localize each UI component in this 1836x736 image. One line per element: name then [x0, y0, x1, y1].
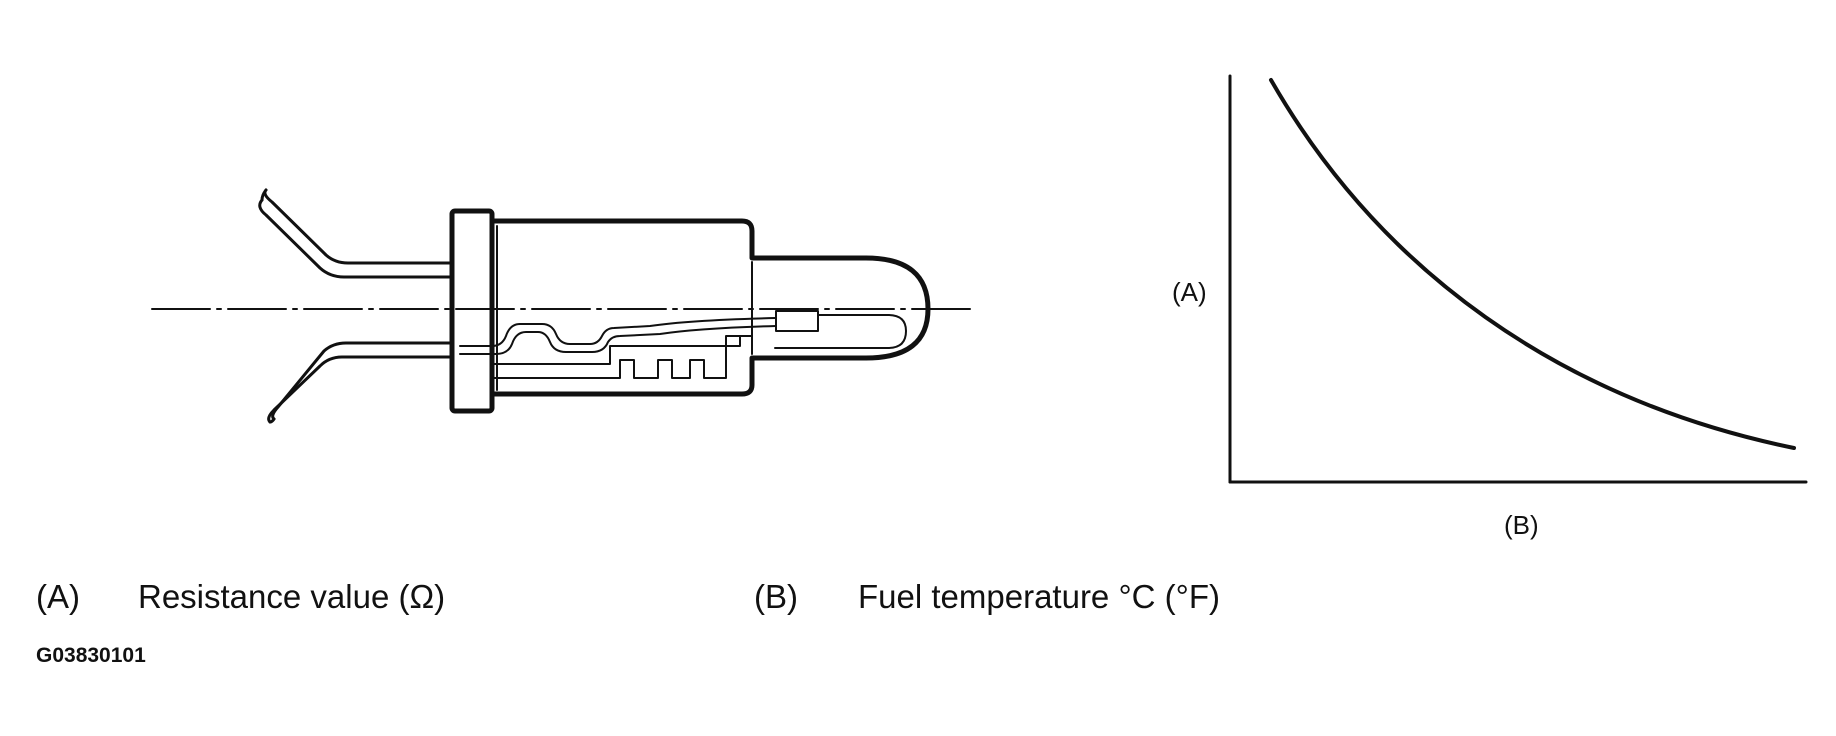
upper-terminal-lead — [263, 188, 454, 265]
figure-code: G03830101 — [36, 644, 146, 667]
resistance-curve — [1269, 78, 1796, 450]
lower-terminal-lead — [271, 341, 454, 421]
sensor-body — [489, 218, 931, 397]
graph-y-axis-tag: (A) — [1172, 277, 1207, 307]
legend-desc-b: Fuel temperature °C (°F) — [858, 578, 1220, 615]
characteristic-graph — [1228, 74, 1808, 484]
inner-lead-wires — [459, 317, 777, 347]
legend-desc-a: Resistance value (Ω) — [138, 578, 446, 615]
fuel-temperature-sensor-drawing — [151, 188, 971, 424]
sensor-flange — [449, 208, 495, 414]
legend-tag-a: (A) — [36, 578, 80, 615]
legend-tag-b: (B) — [754, 578, 798, 615]
inner-frame — [491, 335, 753, 379]
sensing-element — [775, 310, 819, 332]
graph-x-axis-tag: (B) — [1504, 510, 1539, 540]
